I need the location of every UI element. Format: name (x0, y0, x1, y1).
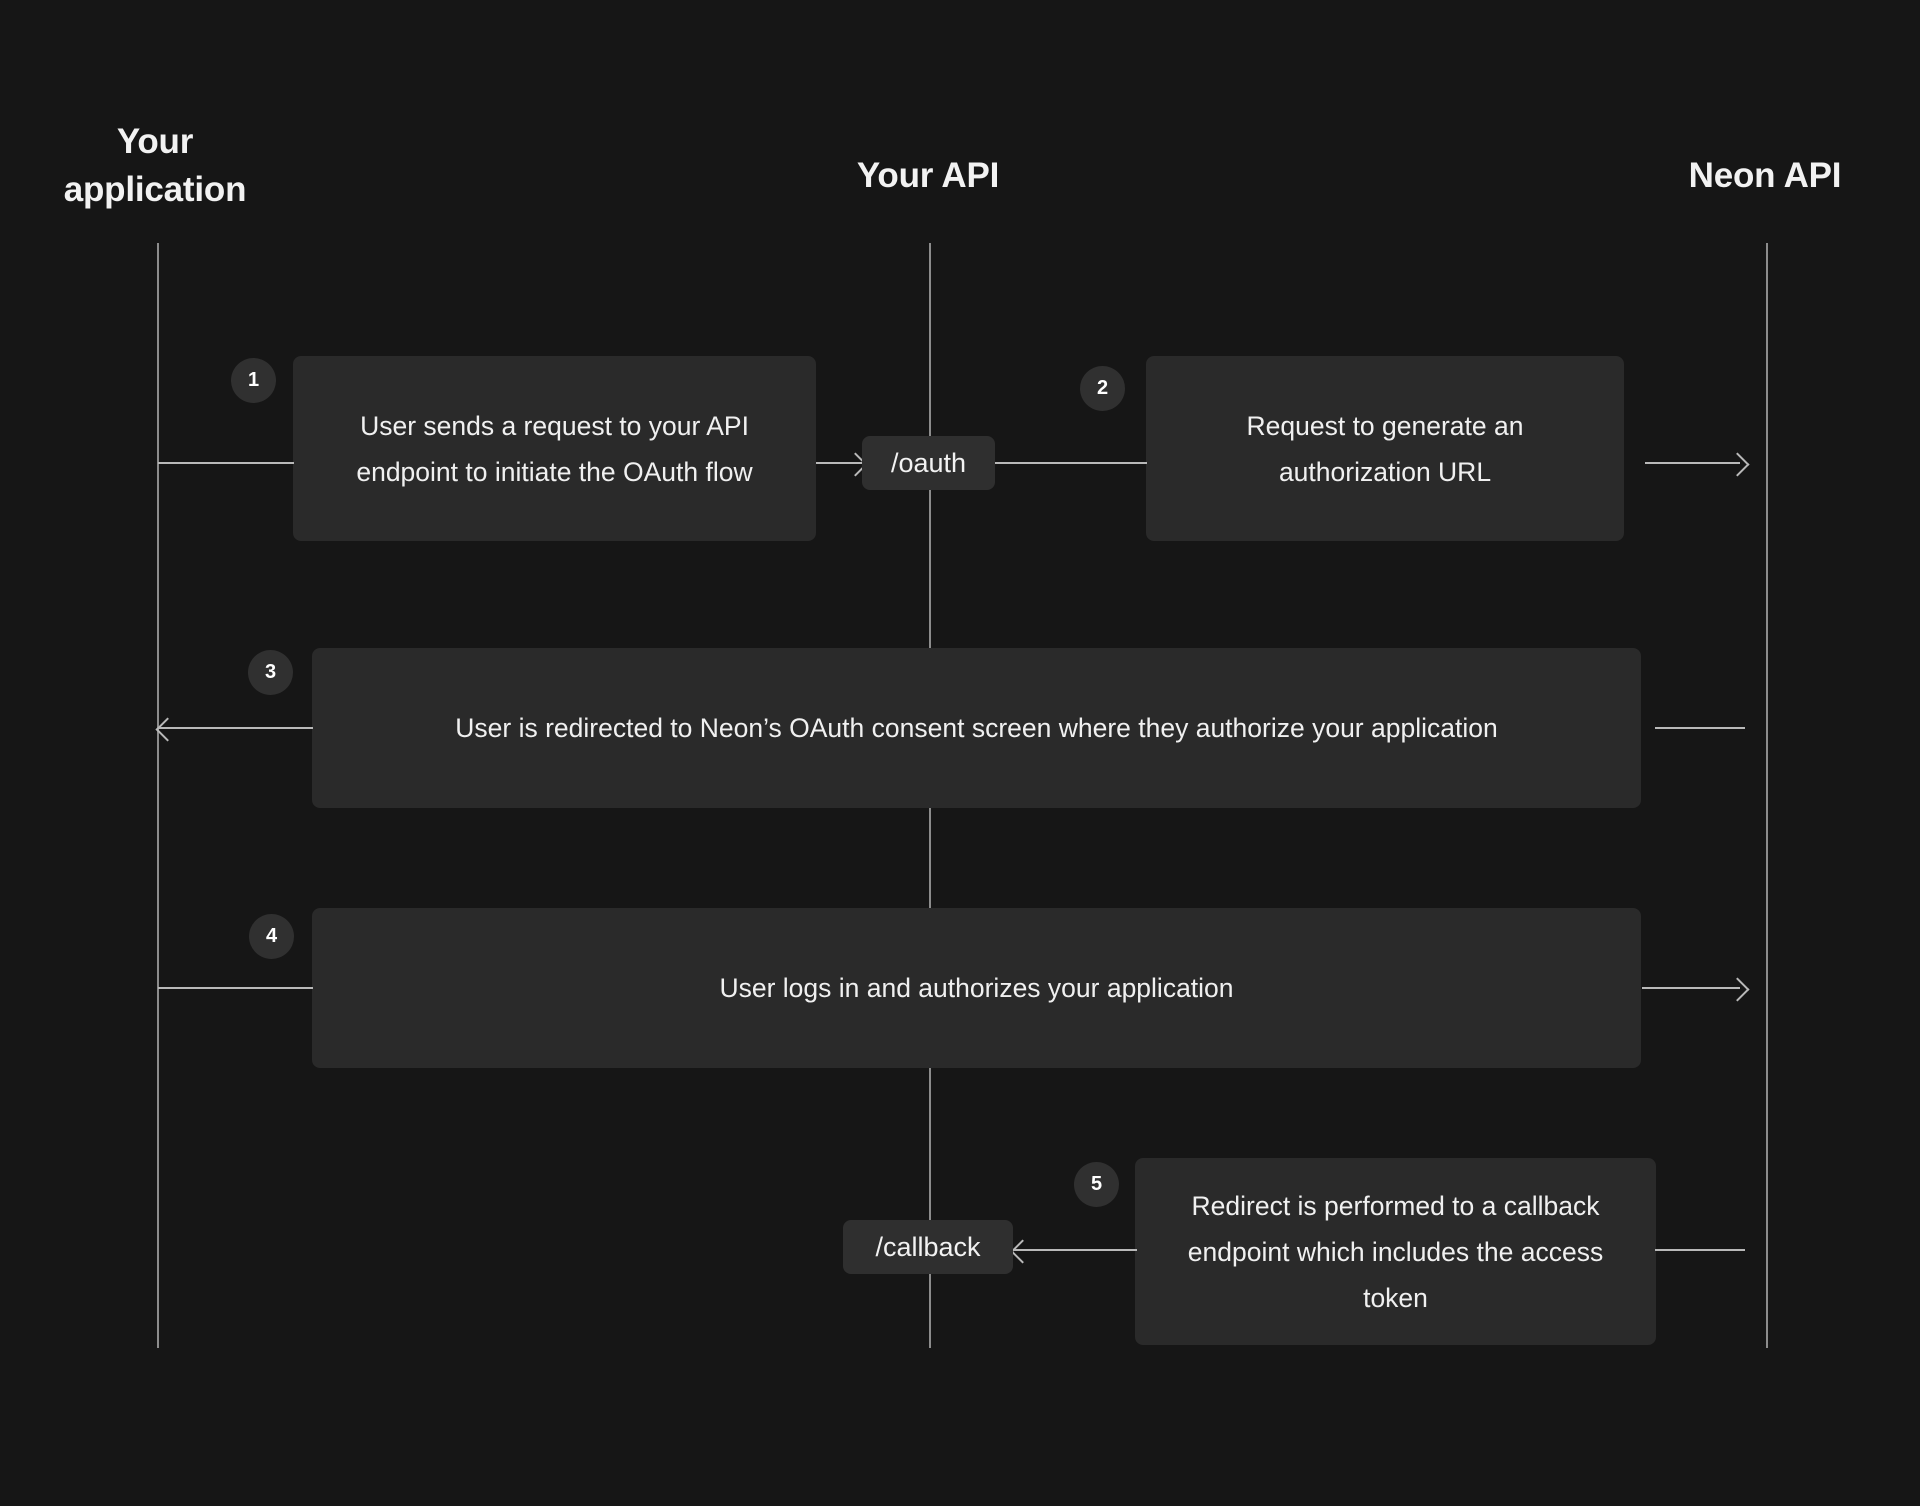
endpoint-pill-oauth: /oauth (862, 436, 995, 490)
message-text-step-2: Request to generate an authorization URL (1246, 410, 1524, 487)
connector-step2-oauth-to-box (995, 462, 1147, 464)
message-box-step-4: User logs in and authorizes your applica… (312, 908, 1641, 1068)
message-text-step-3: User is redirected to Neon’s OAuth conse… (455, 713, 1498, 743)
actor-label-your-api: Your API (856, 156, 1000, 195)
message-box-step-1: User sends a request to your API endpoin… (293, 356, 816, 541)
arrow-head-icon-step4 (1725, 977, 1750, 1002)
arrow-head-icon-step3 (155, 717, 180, 742)
message-box-step-2: Request to generate an authorization URL (1146, 356, 1624, 541)
connector-step3-neon-to-box (1655, 727, 1745, 729)
message-text-step-1: User sends a request to your API endpoin… (356, 410, 753, 487)
step-badge-4: 4 (249, 914, 294, 959)
connector-step1-box-to-oauth (816, 462, 862, 464)
message-box-step-3: User is redirected to Neon’s OAuth conse… (312, 648, 1641, 808)
message-text-step-4: User logs in and authorizes your applica… (719, 973, 1234, 1003)
arrow-head-icon-step5 (1010, 1239, 1035, 1264)
connector-step5-neon-to-box (1655, 1249, 1745, 1251)
connector-step4-box-to-neon (1642, 987, 1740, 989)
actor-label-your-application: Your application (63, 122, 247, 209)
message-text-step-5: Redirect is performed to a callback endp… (1187, 1190, 1604, 1313)
step-badge-2: 2 (1080, 366, 1125, 411)
step-badge-1: 1 (231, 358, 276, 403)
message-box-step-5: Redirect is performed to a callback endp… (1135, 1158, 1656, 1345)
connector-step3-box-to-app (158, 727, 313, 729)
connector-step1-app-to-box (158, 462, 294, 464)
step-badge-3: 3 (248, 650, 293, 695)
lifeline-neon-api (1766, 243, 1768, 1348)
connector-step4-app-to-box (158, 987, 313, 989)
arrow-head-icon-step2 (1725, 452, 1750, 477)
connector-step5-box-to-callback (1013, 1249, 1137, 1251)
endpoint-pill-callback: /callback (843, 1220, 1013, 1274)
actor-label-neon-api: Neon API (1688, 156, 1842, 195)
connector-step2-box-to-neon (1645, 462, 1740, 464)
lifeline-your-application (157, 243, 159, 1348)
step-badge-5: 5 (1074, 1162, 1119, 1207)
